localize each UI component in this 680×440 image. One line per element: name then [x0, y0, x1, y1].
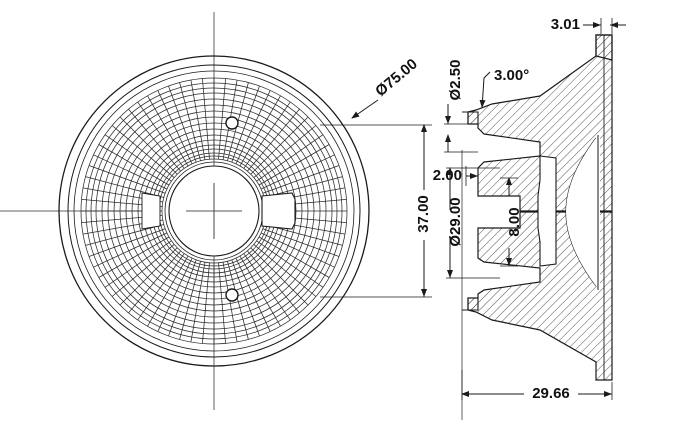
outer-rim-circle: [58, 55, 370, 367]
dim-diameter-2p5-group: Ø2.50: [444, 60, 478, 153]
dim-3deg-leader: [479, 71, 491, 109]
rim-step-circle: [73, 70, 355, 352]
dim-linear-2p0-label: 2.00: [433, 167, 462, 184]
dim-linear-8p0-group: 8.00: [500, 177, 523, 267]
dim-linear-2p0-group: 2.00: [433, 166, 478, 186]
dim-height-37-label: 37.00: [415, 195, 432, 233]
section-body-upper: [467, 34, 613, 212]
hole-top: [225, 116, 239, 130]
center-mark-crosshair: [186, 183, 242, 239]
cross-section-view: [461, 34, 613, 420]
throat-lip-top: [462, 111, 479, 125]
throat-lip-bottom: [462, 297, 479, 311]
left-notch: [141, 192, 161, 230]
dim-diameter-29-label: Ø29.00: [447, 197, 464, 246]
inner-wall-void: [566, 138, 600, 286]
internal-pocket-void: [537, 155, 557, 267]
rim-inner-circle: [67, 64, 361, 358]
cone-mesh-spokes: [81, 78, 347, 344]
dim-diameter-2p5-label: Ø2.50: [447, 60, 464, 101]
dim-linear-29p66-label: 29.66: [532, 385, 570, 402]
dim-linear-3p01-group: 3.01: [551, 16, 626, 34]
dim-linear-8p0-label: 8.00: [506, 207, 523, 236]
dim-linear-29p66-group: 29.66: [461, 370, 613, 402]
dim-75-leader: [351, 99, 379, 119]
dim-diameter-75-label: Ø75.00: [372, 55, 421, 100]
dim-linear-3p01-label: 3.01: [551, 16, 580, 33]
dim-angle-3deg-group: 3.00°: [479, 67, 529, 109]
dim-diameter-29-group: Ø29.00: [446, 167, 500, 279]
dim-diameter-75-group: Ø75.00: [351, 55, 421, 119]
front-elevation-view: [0, 12, 370, 410]
dim-angle-3deg-label: 3.00°: [494, 67, 529, 84]
side-notch: [261, 192, 296, 230]
hole-bottom: [225, 288, 239, 302]
dim-height-37-group: 37.00: [320, 124, 432, 298]
